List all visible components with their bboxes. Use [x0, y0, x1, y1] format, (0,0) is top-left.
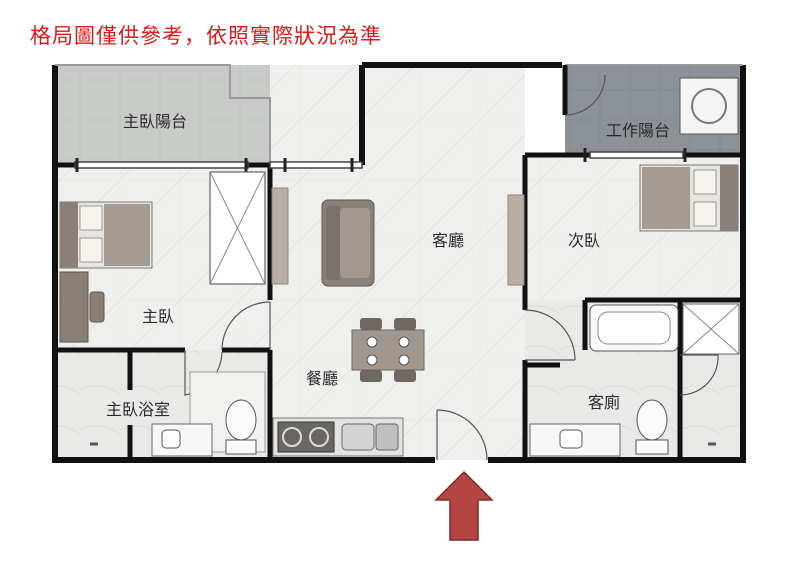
stove-icon	[277, 421, 335, 453]
room-label-second-bedroom: 次臥	[568, 231, 600, 250]
sofa-icon	[321, 199, 375, 287]
bed-icon	[59, 201, 153, 269]
room-label-master-balcony: 主臥陽台	[123, 112, 187, 131]
washing-machine-icon	[679, 77, 739, 135]
master-balcony-floor	[55, 65, 270, 165]
tv-cabinet	[271, 187, 289, 285]
sink-icon	[529, 423, 621, 457]
dining-table-icon	[351, 318, 425, 382]
wardrobe	[209, 171, 266, 285]
room-label-living-room: 客廳	[432, 231, 464, 250]
entrance-arrow-icon	[434, 470, 494, 541]
tv-cabinet	[507, 194, 525, 286]
interior-walls	[55, 65, 743, 460]
room-label-guest-bathroom: 客廁	[588, 393, 620, 412]
bed-icon	[639, 164, 739, 232]
disclaimer-text: 格局圖僅供參考，依照實際狀況為準	[30, 24, 382, 48]
sink-icon	[151, 423, 213, 457]
balcony-railing	[55, 64, 743, 165]
desk	[59, 271, 105, 343]
room-label-work-balcony: 工作陽台	[606, 121, 670, 140]
sink-icon	[341, 423, 399, 451]
living-room-floor	[270, 65, 525, 460]
room-label-master-bathroom: 主臥浴室	[106, 400, 170, 419]
kitchen-counter	[272, 417, 404, 457]
shower-area	[682, 303, 740, 355]
room-label-dining-room: 餐廳	[306, 369, 338, 388]
room-label-master-bedroom: 主臥	[142, 307, 174, 326]
sliding-door	[74, 151, 684, 169]
exterior-walls	[52, 62, 746, 463]
bathtub-icon	[589, 304, 679, 352]
toilet-icon	[225, 399, 257, 455]
toilet-icon	[635, 399, 669, 455]
